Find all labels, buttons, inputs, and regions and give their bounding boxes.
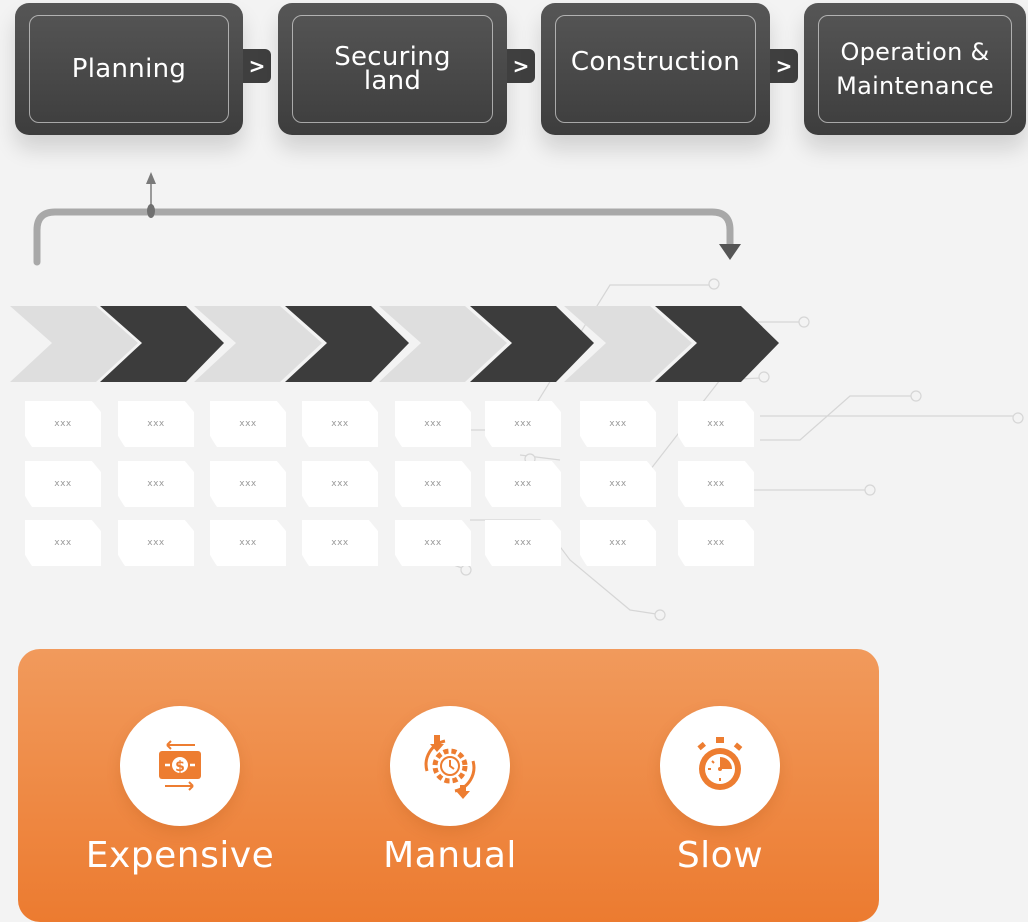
grid-cell: xxx (25, 520, 101, 566)
grid-cell: xxx (580, 461, 656, 507)
stage-operation-maintenance: Operation & Maintenance (804, 3, 1026, 135)
feedback-loop-connector (33, 172, 741, 266)
chevron-dark-4 (655, 306, 779, 382)
stage-construction: Construction (541, 3, 770, 135)
chevron-light-2 (194, 306, 322, 382)
stopwatch-icon (660, 706, 780, 826)
stage-label: Securing land (292, 15, 493, 123)
money-cost-icon: $ (120, 706, 240, 826)
problem-label: Manual (383, 835, 517, 876)
chevron-right-icon: > (243, 49, 271, 83)
grid-cell: xxx (678, 520, 754, 566)
grid-cell: xxx (485, 401, 561, 447)
chevron-light-4 (564, 306, 692, 382)
chevron-right-icon: > (507, 49, 535, 83)
stage-label: Operation & Maintenance (818, 15, 1012, 123)
chevron-dark-3 (470, 306, 594, 382)
grid-cell: xxx (302, 401, 378, 447)
grid-cell: xxx (210, 401, 286, 447)
gear-process-icon (390, 706, 510, 826)
grid-cell: xxx (118, 401, 194, 447)
grid-cell: xxx (25, 401, 101, 447)
grid-cell: xxx (485, 520, 561, 566)
grid-cell: xxx (485, 461, 561, 507)
grid-cell: xxx (210, 461, 286, 507)
stage-planning: Planning (15, 3, 243, 135)
problem-expensive: $ Expensive (60, 649, 300, 922)
grid-cell: xxx (302, 461, 378, 507)
grid-cell: xxx (118, 520, 194, 566)
grid-cell: xxx (395, 520, 471, 566)
grid-cell: xxx (395, 461, 471, 507)
problems-panel: $ Expensive (18, 649, 879, 922)
svg-text:$: $ (175, 759, 185, 775)
grid-cell: xxx (302, 520, 378, 566)
grid-cell: xxx (678, 401, 754, 447)
chevron-dark-2 (285, 306, 409, 382)
stage-securing-land: Securing land (278, 3, 507, 135)
problem-slow: Slow (600, 649, 840, 922)
grid-cell: xxx (210, 520, 286, 566)
chevron-dark-1 (100, 306, 224, 382)
grid-cell: xxx (25, 461, 101, 507)
grid-cell: xxx (580, 401, 656, 447)
decor-layer (10, 172, 1024, 621)
stage-label: Planning (29, 15, 229, 123)
chevron-right-icon: > (770, 49, 798, 83)
grid-cell: xxx (678, 461, 754, 507)
chevron-light-1 (10, 306, 138, 382)
stage-label: Construction (555, 15, 756, 123)
problem-label: Expensive (85, 835, 275, 876)
chevron-light-3 (379, 306, 507, 382)
process-chevrons (10, 306, 779, 382)
grid-cell: xxx (395, 401, 471, 447)
problem-label: Slow (676, 835, 764, 876)
grid-cell: xxx (118, 461, 194, 507)
problem-manual: Manual (330, 649, 570, 922)
grid-cell: xxx (580, 520, 656, 566)
